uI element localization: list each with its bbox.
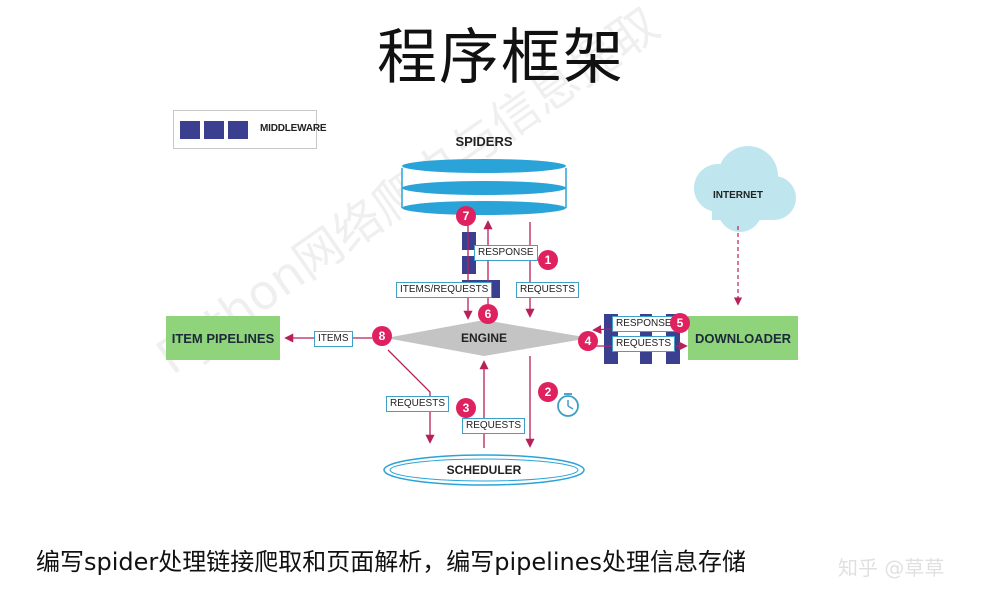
page-caption: 编写spider处理链接爬取和页面解析，编写pipelines处理信息存储 xyxy=(36,548,746,576)
internet-label: INTERNET xyxy=(713,190,763,201)
engine-label: ENGINE xyxy=(460,331,507,345)
spiders-stack-icon xyxy=(401,159,567,215)
arrow-requests-to-scheduler-left xyxy=(387,349,435,444)
tag-items-requests: ITEMS/REQUESTS xyxy=(396,282,493,298)
step-badge-3: 3 xyxy=(456,398,476,418)
step-badge-6: 6 xyxy=(478,304,498,324)
middleware-legend-label: MIDDLEWARE xyxy=(260,123,327,134)
tag-response-downloader: RESPONSE xyxy=(612,316,676,332)
engine-shape xyxy=(386,320,590,356)
page-title: 程序框架 xyxy=(377,23,625,93)
step-badge-5: 5 xyxy=(670,313,690,333)
tag-requests-scheduler: REQUESTS xyxy=(462,418,526,434)
scheduler-label: SCHEDULER xyxy=(446,463,522,477)
tag-requests-downloader: REQUESTS xyxy=(612,336,676,352)
middleware-legend: MIDDLEWARE xyxy=(173,110,327,149)
tag-response-spider: RESPONSE xyxy=(474,245,538,261)
step-badge-7: 7 xyxy=(456,206,476,226)
item-pipelines-label: ITEM PIPELINES xyxy=(171,330,275,346)
item-pipelines-box: ITEM PIPELINES xyxy=(166,316,280,360)
scheduler-ring-icon xyxy=(383,454,585,486)
clock-icon xyxy=(557,393,579,417)
middleware-legend-swatch xyxy=(228,121,248,139)
internet-cloud-icon xyxy=(694,146,796,232)
spiders-label: SPIDERS xyxy=(455,134,513,149)
downloader-box: DOWNLOADER xyxy=(688,316,798,360)
step-badge-4: 4 xyxy=(578,331,598,351)
middleware-legend-swatch xyxy=(204,121,224,139)
tag-items: ITEMS xyxy=(314,331,353,347)
middleware-legend-swatch xyxy=(180,121,200,139)
step-badge-2: 2 xyxy=(538,382,558,402)
tag-requests-left: REQUESTS xyxy=(386,396,450,412)
step-badge-8: 8 xyxy=(372,326,392,346)
step-badge-1: 1 xyxy=(538,250,558,270)
corner-watermark: 知乎 @草草 xyxy=(838,556,945,580)
downloader-label: DOWNLOADER xyxy=(694,330,792,346)
tag-requests-spider: REQUESTS xyxy=(516,282,580,298)
